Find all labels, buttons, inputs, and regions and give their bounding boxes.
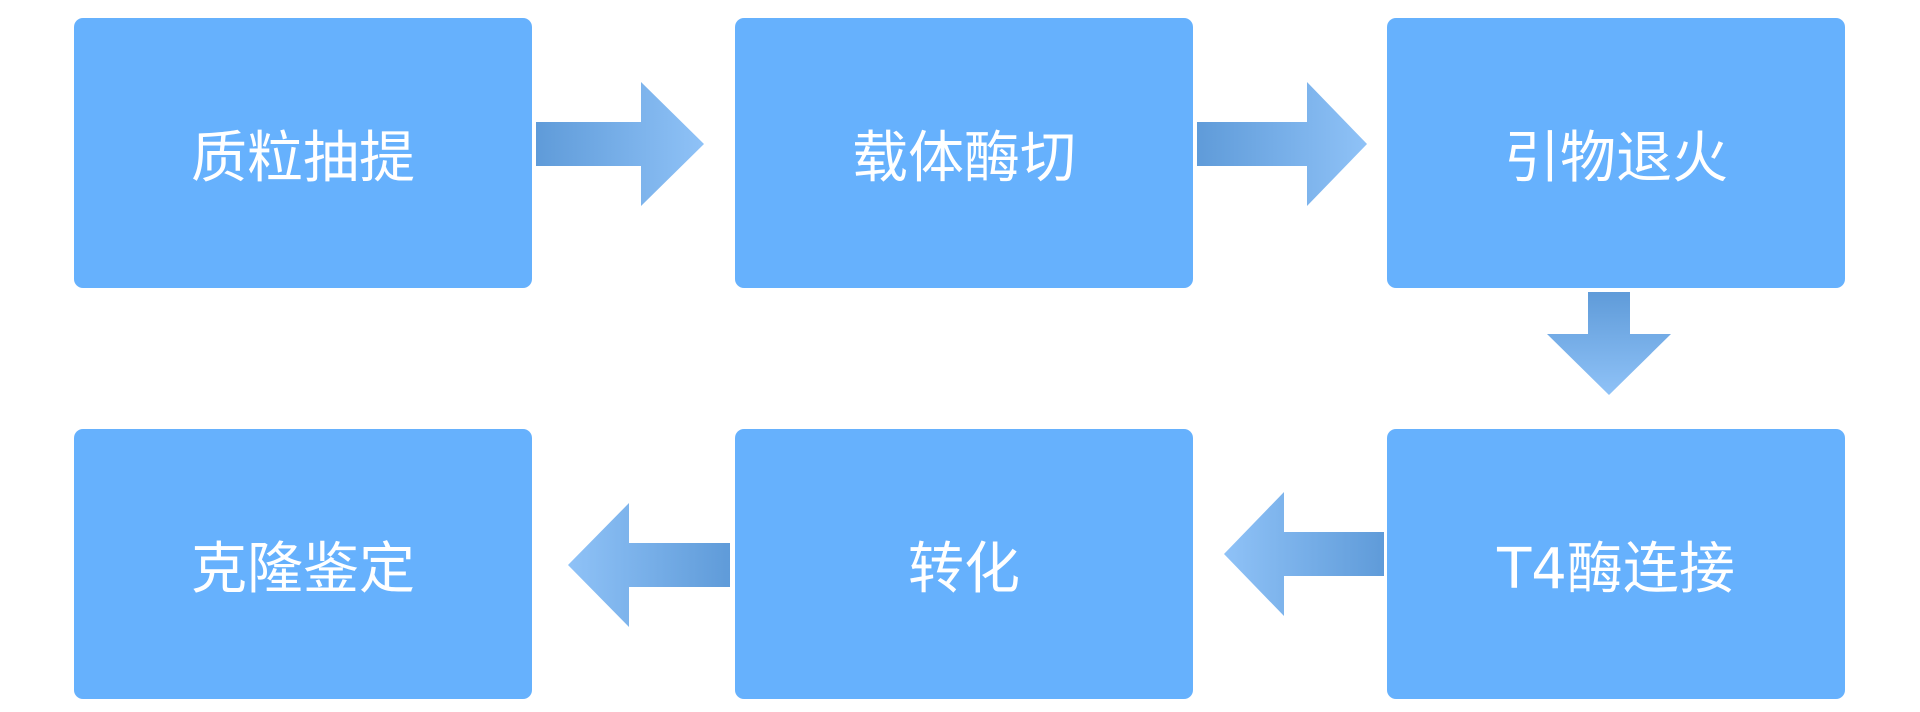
step-label: 载体酶切 bbox=[852, 125, 1076, 191]
step-box-clone-identification: 克隆鉴定 bbox=[74, 429, 532, 699]
step-box-primer-annealing: 引物退火 bbox=[1387, 18, 1845, 288]
step-box-vector-digestion: 载体酶切 bbox=[735, 18, 1193, 288]
step-label: 转化 bbox=[908, 536, 1020, 602]
down-arrow-icon bbox=[1547, 292, 1671, 395]
step-box-t4-ligation: T4酶连接 bbox=[1387, 429, 1845, 699]
step-label: T4酶连接 bbox=[1497, 536, 1735, 602]
step-label: 引物退火 bbox=[1504, 125, 1728, 191]
step-box-plasmid-extraction: 质粒抽提 bbox=[74, 18, 532, 288]
right-arrow-icon bbox=[1197, 82, 1367, 206]
step-box-transformation: 转化 bbox=[735, 429, 1193, 699]
left-arrow-icon bbox=[1224, 492, 1384, 616]
step-label: 质粒抽提 bbox=[191, 125, 415, 191]
right-arrow-icon bbox=[536, 82, 704, 206]
step-label: 克隆鉴定 bbox=[191, 536, 415, 602]
left-arrow-icon bbox=[568, 503, 730, 627]
